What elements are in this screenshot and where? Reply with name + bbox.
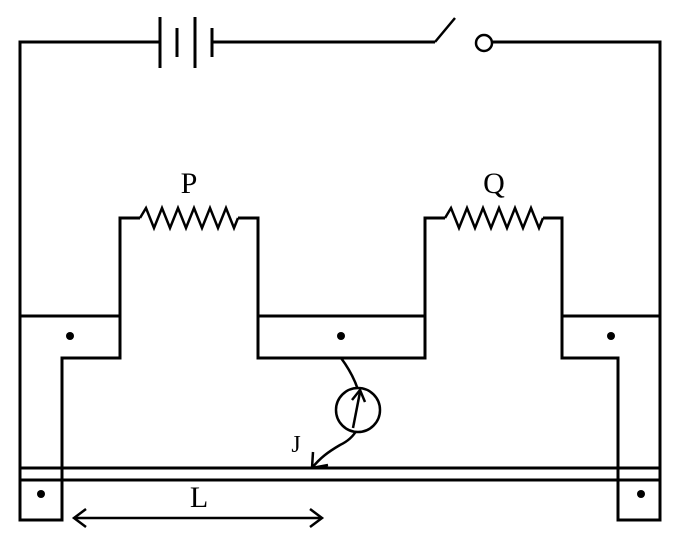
q-wire-left bbox=[423, 216, 445, 316]
galvanometer-lead bbox=[311, 357, 363, 469]
top-wire-right bbox=[493, 40, 662, 316]
resistor-q bbox=[443, 204, 545, 232]
resistor-p bbox=[138, 204, 240, 232]
terminal-dot bbox=[337, 332, 345, 340]
top-wire-left bbox=[18, 40, 160, 316]
switch-icon bbox=[434, 17, 494, 53]
label-l: L bbox=[190, 481, 208, 514]
p-wire-right bbox=[238, 216, 260, 316]
length-arrow bbox=[71, 508, 325, 528]
jockey-arrowhead bbox=[310, 451, 329, 470]
p-wire-left bbox=[118, 216, 140, 316]
battery-icon bbox=[158, 17, 214, 68]
label-q: Q bbox=[483, 167, 505, 200]
left-strip bbox=[18, 314, 122, 522]
label-j: J bbox=[291, 432, 300, 458]
right-strip bbox=[560, 314, 662, 522]
q-wire-right bbox=[543, 216, 564, 316]
terminal-dot bbox=[66, 332, 74, 340]
terminal-dot bbox=[607, 332, 615, 340]
terminal-dot bbox=[637, 490, 645, 498]
label-p: P bbox=[181, 167, 198, 200]
terminal-dot bbox=[37, 490, 45, 498]
galvanometer-icon bbox=[334, 386, 382, 434]
